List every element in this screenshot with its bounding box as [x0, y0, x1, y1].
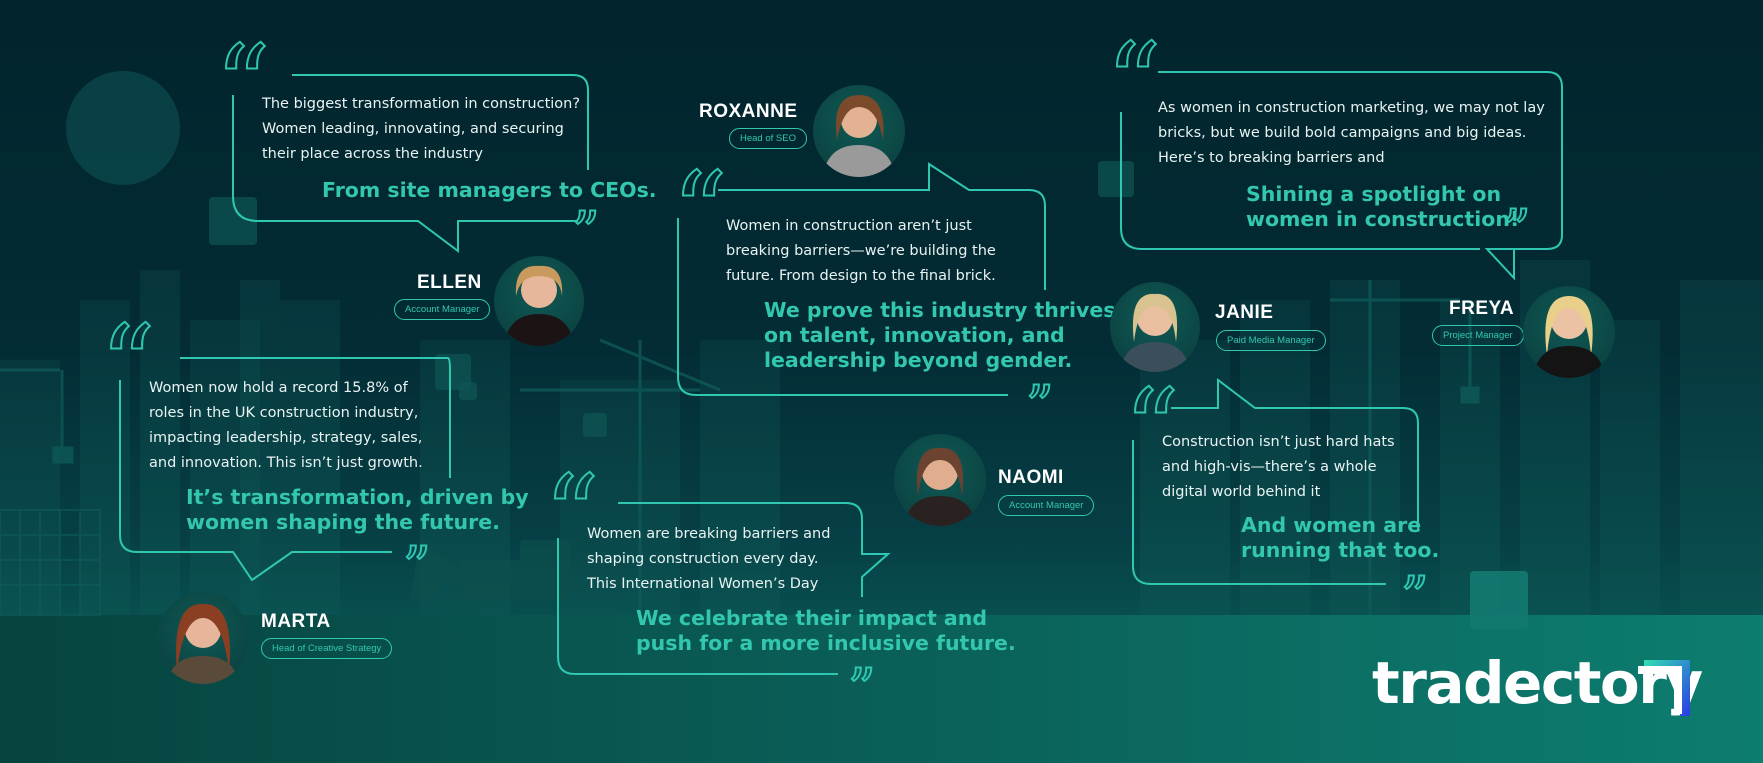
person-role-roxanne: Head of SEO [729, 128, 807, 149]
person-role-freya: Project Manager [1432, 325, 1524, 346]
close-quote-icon: ” [571, 200, 601, 263]
person-role-marta: Head of Creative Strategy [261, 638, 393, 659]
person-name-naomi: NAOMI [998, 467, 1064, 488]
open-quote-icon: “ [1105, 21, 1162, 146]
person-name-freya: FREYA [1449, 298, 1515, 319]
avatar-janie [1110, 282, 1200, 372]
open-quote-icon: “ [214, 23, 271, 148]
freya-quote-text: As women in construction marketing, we m… [1158, 100, 1545, 166]
close-quote-icon: ” [847, 657, 877, 720]
close-quote-icon: ” [1025, 374, 1055, 437]
decor-square [1470, 571, 1528, 629]
person-role-naomi: Account Manager [998, 495, 1095, 516]
person-name-janie: JANIE [1215, 302, 1274, 323]
avatar-ellen [494, 256, 584, 346]
person-name-marta: MARTA [261, 611, 331, 632]
decor-square [583, 413, 607, 437]
ellen-quote-text: The biggest transformation in constructi… [262, 96, 581, 162]
ellen-quote-highlight: From site managers to CEOs. [322, 178, 657, 202]
avatar-naomi [894, 434, 986, 526]
close-quote-icon: ” [402, 535, 432, 598]
decor-square [459, 382, 477, 400]
open-quote-icon: “ [671, 150, 728, 275]
avatar-marta [157, 592, 249, 684]
avatar-freya [1523, 286, 1615, 378]
close-quote-icon: ” [1400, 565, 1430, 628]
decor-square [209, 197, 257, 245]
decor-square [1098, 161, 1134, 197]
person-name-ellen: ELLEN [417, 272, 482, 293]
open-quote-icon: “ [1123, 367, 1180, 492]
open-quote-icon: “ [543, 453, 600, 578]
avatar-roxanne [813, 85, 905, 177]
person-role-janie: Paid Media Manager [1216, 330, 1326, 351]
open-quote-icon: “ [99, 303, 156, 428]
sun-circle [66, 71, 180, 185]
person-role-ellen: Account Manager [394, 299, 491, 320]
close-quote-icon: ” [1502, 198, 1532, 261]
brand-logo-mark-icon [1638, 660, 1690, 716]
person-name-roxanne: ROXANNE [699, 101, 798, 122]
